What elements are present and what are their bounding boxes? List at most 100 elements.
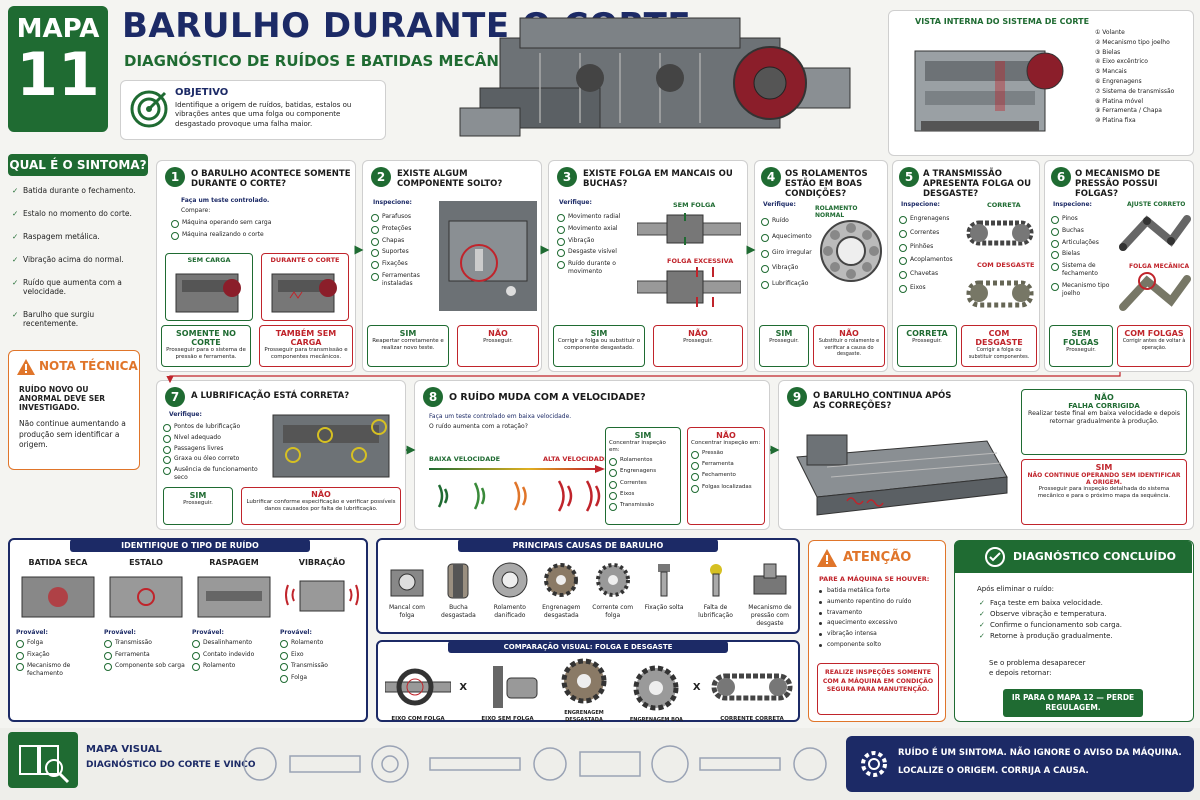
cause-item: Engrenagem desgastada [536, 560, 586, 627]
symptom-item: Estalo no momento do corte. [12, 209, 150, 218]
comparison-row: EIXO COM FOLGA X EIXO SEM FOLGA ENGRENAG… [382, 656, 798, 723]
noise-type-estalo: ESTALO Provável: Transmissão Ferramenta … [104, 558, 188, 674]
no-play-label: SEM FOLGA [673, 201, 716, 209]
step-7-number: 7 [165, 387, 185, 407]
yes-text: Prosseguir. [769, 338, 799, 344]
inspect-item: Articulações [1051, 239, 1115, 248]
warning-icon [17, 359, 35, 375]
map-number: 11 [16, 40, 100, 110]
done-header: DIAGNÓSTICO CONCLUÍDO [955, 541, 1192, 573]
step-5-card: 5 A TRANSMISSÃO APRESENTA FOLGA OU DESGA… [892, 160, 1040, 372]
step-2-list: Parafusos Proteções Chapas Suportes Fixa… [371, 213, 437, 292]
no-text: Lubrificar conforme especificação e veri… [246, 499, 396, 513]
yes-title: SIM [590, 329, 608, 338]
step-8-card: 8 O RUÍDO MUDA COM A VELOCIDADE? Faça um… [414, 380, 770, 530]
step-9-card: 9 O BARULHO CONTINUA APÓS AS CORREÇÕES? … [778, 380, 1194, 530]
step-4-list: Ruído Aquecimento Giro irregular Vibraçã… [761, 217, 819, 296]
verify-item: Desgaste visível [557, 248, 631, 258]
high-speed-label: ALTA VELOCIDADE [543, 455, 609, 463]
footer-label-2: DIAGNÓSTICO DO CORTE E VINCO [86, 760, 256, 770]
internal-view-card: VISTA INTERNA DO SISTEMA DE CORTE ① Vola… [888, 10, 1194, 156]
no-title: NÃO [716, 431, 736, 440]
step-2-yes-box: SIM Reapertar corretamente e realizar no… [367, 325, 449, 367]
probable-item: Fixação [16, 651, 100, 660]
grease-fitting-icon [709, 564, 722, 597]
focus-item: Eixos [609, 491, 677, 500]
cause-label: Rolamento danificado [493, 604, 526, 619]
legend-item: ⑧ Platina móvel [1095, 97, 1144, 105]
step-7-yes-box: SIM Prosseguir. [163, 487, 233, 525]
step-6-list: Pinos Buchas Articulações Bielas Sistema… [1051, 215, 1115, 301]
check-circle-icon [985, 547, 1005, 567]
focus-item: Folgas localizadas [691, 484, 761, 493]
done-panel: DIAGNÓSTICO CONCLUÍDO Após eliminar o ru… [954, 540, 1194, 722]
step-8-test: Faça um teste controlado em baixa veloci… [429, 413, 572, 420]
compare-item: ENGRENAGEM DESGASTADA [548, 656, 620, 723]
worn-gear-icon [561, 658, 607, 704]
step-3-card: 3 EXISTE FOLGA EM MANCAIS OU BUCHAS? Ver… [548, 160, 748, 372]
verify-item: Nível adequado [163, 434, 263, 443]
internal-view-legend: ① Volante ② Mecanismo tipo joelho ③ Biel… [1095, 29, 1191, 127]
inspect-item: Parafusos [371, 213, 437, 222]
legend-item: ⑩ Platina fixa [1095, 117, 1136, 125]
target-icon [130, 90, 168, 128]
chain-icon [711, 673, 793, 701]
step-3-title: EXISTE FOLGA EM MANCAIS OU BUCHAS? [583, 169, 733, 190]
objective-card: OBJETIVO Identifique a origem de ruídos,… [120, 80, 386, 140]
step-4-number: 4 [761, 167, 781, 187]
done-title: DIAGNÓSTICO CONCLUÍDO [1013, 550, 1176, 563]
verify-item: Ruído [761, 217, 819, 226]
yes-title: CORRETA [906, 329, 948, 338]
noise-type-name: BATIDA SECA [28, 558, 88, 567]
comparison-title: COMPARAÇÃO VISUAL: FOLGA E DESGASTE [448, 641, 728, 653]
causes-row: Mancal com folga Bucha desgastada Rolame… [382, 560, 798, 627]
compare-item: ENGRENAGEM BOA [625, 663, 687, 724]
loose-bolt-illustration [439, 201, 537, 311]
step-1-no-box: TAMBÉM SEM CARGA Prosseguir para transmi… [259, 325, 353, 367]
verify-item: Ruído durante o movimento [557, 260, 631, 276]
legend-item: ① Volante [1095, 29, 1125, 36]
compare-label: ENGRENAGEM DESGASTADA [564, 710, 604, 723]
objective-title: OBJETIVO [175, 87, 229, 98]
no-title: NÃO [839, 329, 859, 338]
yes-text: Prosseguir para inspeção detalhada do si… [1037, 486, 1171, 500]
option-item: Máquina operando sem carga [171, 219, 271, 228]
verify-item: Vibração [557, 237, 631, 246]
noise-types-panel: IDENTIFIQUE O TIPO DE RUÍDO BATIDA SECA … [8, 538, 368, 722]
step-1-compare: Compare: [181, 207, 211, 214]
noise-types-title: IDENTIFIQUE O TIPO DE RUÍDO [70, 539, 310, 552]
internal-view-title: VISTA INTERNA DO SISTEMA DE CORTE [915, 17, 1090, 26]
step-9-yes-box: SIM NÃO CONTINUE OPERANDO SEM IDENTIFICA… [1021, 459, 1187, 525]
no-text: Substituir o rolamento e verificar a cau… [818, 338, 880, 357]
step-4-verify: Verifique: [763, 201, 796, 208]
compare-label: EIXO COM FOLGA [391, 715, 445, 722]
step-1-test: Faça um teste controlado. [181, 197, 270, 204]
attention-item: componente solto [819, 641, 943, 649]
go-to-map-12-button[interactable]: IR PARA O MAPA 12 — PERDE REGULAGEM. [1003, 689, 1143, 717]
inspect-item: Acoplamentos [899, 256, 961, 266]
step-5-yes-box: CORRETA Prosseguir. [897, 325, 957, 367]
step-6-number: 6 [1051, 167, 1071, 187]
compare-label: ENGRENAGEM BOA [629, 716, 683, 723]
objective-text: Identifique a origem de ruídos, batidas,… [175, 101, 352, 128]
step-1-card: 1 O BARULHO ACONTECE SOMENTE DURANTE O C… [156, 160, 356, 372]
press-bed-illustration [796, 434, 1008, 516]
probable-item: Contato indevido [192, 651, 276, 660]
yes-sub: NÃO CONTINUE OPERANDO SEM IDENTIFICAR A … [1027, 472, 1181, 486]
step-3-number: 3 [557, 167, 577, 187]
tech-note-title: NOTA TÉCNICA [39, 359, 138, 373]
done-list: Faça teste em baixa velocidade. Observe … [979, 599, 1179, 643]
focus-item: Pressão [691, 450, 761, 460]
ball-bearing-icon [492, 562, 528, 598]
step-8-question: O ruído aumenta com a rotação? [429, 423, 528, 430]
step-4-title: OS ROLAMENTOS ESTÃO EM BOAS CONDIÇÕES? [785, 169, 868, 200]
attention-item: batida metálica forte [819, 587, 943, 595]
speed-arrow [429, 465, 605, 473]
yes-title: SOMENTE NO CORTE [176, 329, 236, 347]
option-item: Máquina realizando o corte [171, 231, 271, 240]
worn-chain-label: COM DESGASTE [977, 261, 1035, 269]
cause-label: Falta de lubrificação [698, 604, 733, 619]
no-text: Corrigir a folga ou substituir component… [968, 347, 1030, 360]
inspect-item: Chapas [371, 237, 437, 246]
probable-label: Provável: [280, 629, 312, 636]
